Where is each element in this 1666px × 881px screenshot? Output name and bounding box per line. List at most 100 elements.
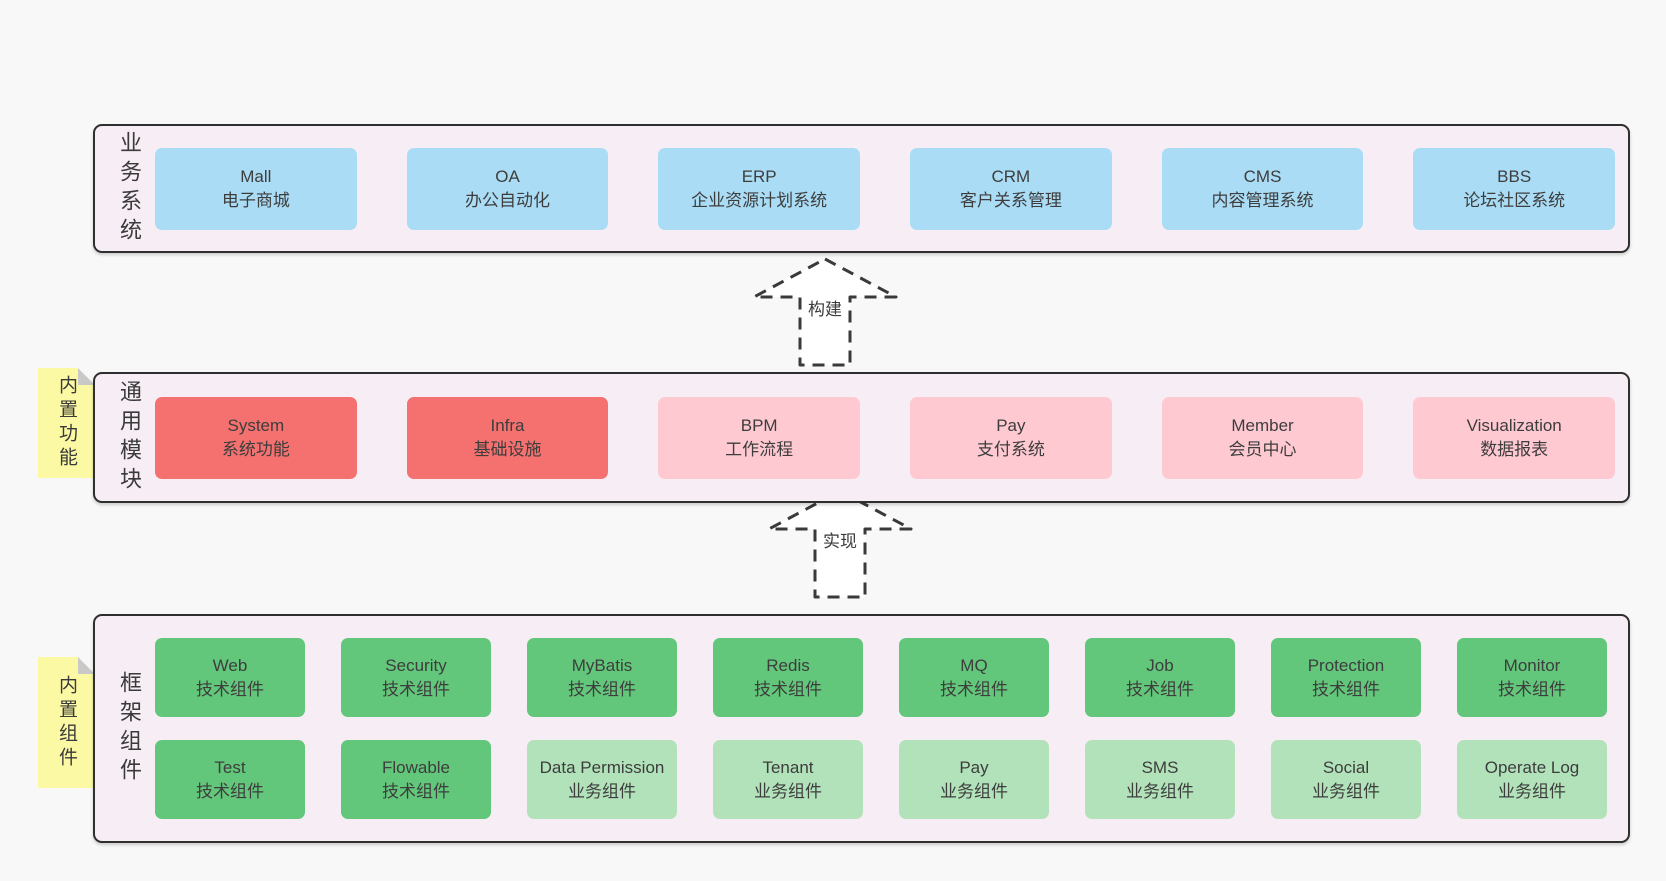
box-subtitle: 数据报表	[1480, 439, 1549, 459]
box-title: MyBatis	[571, 655, 633, 675]
box-protection: Protection 技术组件	[1271, 638, 1421, 717]
box-subtitle: 业务组件	[568, 781, 636, 801]
sticky-tag-label: 内置组件	[56, 674, 77, 771]
box-title: Infra	[490, 415, 525, 435]
box-title: Protection	[1307, 655, 1385, 675]
box-title: SMS	[1141, 757, 1179, 777]
box-title: Mall	[240, 166, 272, 186]
box-infra: Infra 基础设施	[406, 396, 609, 479]
arrow-build: 构建	[750, 256, 900, 368]
box-subtitle: 支付系统	[976, 439, 1045, 459]
box-title: Social	[1322, 757, 1370, 777]
box-title: Redis	[766, 655, 810, 675]
box-data-permission: Data Permission 业务组件	[527, 740, 677, 819]
box-title: BPM	[740, 415, 778, 435]
box-subtitle: 技术组件	[940, 679, 1008, 699]
box-title: ERP	[741, 166, 777, 186]
box-bpm: BPM 工作流程	[658, 396, 861, 479]
box-flowable: Flowable 技术组件	[341, 740, 491, 819]
arrow-implement: 实现	[765, 488, 915, 600]
box-subtitle: 业务组件	[1498, 781, 1566, 801]
box-subtitle: 客户关系管理	[959, 190, 1062, 210]
common-modules-row-1: System 系统功能 Infra 基础设施 BPM 工作流程 Pay 支付系统 Member 会…	[155, 396, 1616, 479]
arrow-label: 实现	[820, 526, 860, 553]
box-title: Security	[385, 655, 447, 675]
box-subtitle: 技术组件	[1498, 679, 1566, 699]
box-subtitle: 业务组件	[1126, 781, 1194, 801]
box-title: BBS	[1497, 166, 1532, 186]
box-subtitle: 技术组件	[382, 781, 450, 801]
box-subtitle: 基础设施	[473, 439, 542, 459]
box-subtitle: 技术组件	[382, 679, 450, 699]
layer-rows: System 系统功能 Infra 基础设施 BPM 工作流程 Pay 支付系统 Member 会…	[155, 374, 1616, 501]
box-subtitle: 系统功能	[221, 439, 290, 459]
sticky-tag-label: 内置功能	[56, 375, 77, 471]
box-title: Pay	[959, 757, 989, 777]
box-title: Web	[212, 655, 248, 675]
box-subtitle: 技术组件	[196, 781, 264, 801]
layer-business-systems: 业务系统 Mall 电子商城 OA 办公自动化 ERP 企业资源计划系统 CRM 客户关系管理…	[93, 124, 1630, 253]
box-security: Security 技术组件	[341, 638, 491, 717]
box-subtitle: 业务组件	[1312, 781, 1380, 801]
layer-common-modules: 通用模块 System 系统功能 Infra 基础设施 BPM 工作流程 Pay 支付系统 Me…	[93, 372, 1630, 503]
box-title: Data Permission	[539, 757, 665, 777]
box-title: MQ	[960, 655, 988, 675]
box-title: OA	[495, 166, 520, 186]
box-test: Test 技术组件	[155, 740, 305, 819]
box-title: Test	[214, 757, 246, 777]
box-visualization: Visualization 数据报表	[1413, 396, 1616, 479]
box-bbs: BBS 论坛社区系统	[1413, 147, 1616, 230]
box-pay: Pay 业务组件	[899, 740, 1049, 819]
arrow-label: 构建	[805, 294, 845, 321]
box-web: Web 技术组件	[155, 638, 305, 717]
box-subtitle: 技术组件	[196, 679, 264, 699]
box-monitor: Monitor 技术组件	[1457, 638, 1607, 717]
box-sms: SMS 业务组件	[1085, 740, 1235, 819]
box-title: Member	[1231, 415, 1294, 435]
box-subtitle: 工作流程	[725, 439, 794, 459]
layer-side-label: 框架组件	[117, 670, 142, 787]
box-subtitle: 电子商城	[221, 190, 290, 210]
box-subtitle: 办公自动化	[465, 190, 550, 210]
box-title: CRM	[991, 166, 1031, 186]
box-job: Job 技术组件	[1085, 638, 1235, 717]
box-subtitle: 企业资源计划系统	[691, 190, 828, 210]
box-system: System 系统功能	[155, 396, 357, 479]
box-title: Operate Log	[1484, 757, 1580, 777]
box-oa: OA 办公自动化	[406, 147, 609, 230]
box-title: Flowable	[381, 757, 451, 777]
box-subtitle: 论坛社区系统	[1463, 190, 1566, 210]
box-subtitle: 技术组件	[1312, 679, 1380, 699]
sticky-tag-built-in-components: 内置组件	[38, 657, 95, 788]
box-operate-log: Operate Log 业务组件	[1457, 740, 1607, 819]
framework-components-row-2: Test 技术组件 Flowable 技术组件 Data Permission 业务组件 T…	[155, 740, 1615, 819]
box-subtitle: 业务组件	[754, 781, 822, 801]
box-title: Pay	[996, 415, 1026, 435]
layer-side-label: 业务系统	[117, 130, 142, 247]
box-erp: ERP 企业资源计划系统	[658, 147, 861, 230]
sticky-tag-built-in-features: 内置功能	[38, 368, 95, 478]
box-crm: CRM 客户关系管理	[910, 147, 1112, 230]
box-title: CMS	[1243, 166, 1282, 186]
box-member: Member 会员中心	[1161, 396, 1364, 479]
box-subtitle: 技术组件	[568, 679, 636, 699]
box-subtitle: 技术组件	[754, 679, 822, 699]
box-subtitle: 技术组件	[1126, 679, 1194, 699]
box-mq: MQ 技术组件	[899, 638, 1049, 717]
layer-side-label: 通用模块	[117, 379, 142, 496]
box-redis: Redis 技术组件	[713, 638, 863, 717]
box-title: Monitor	[1503, 655, 1561, 675]
box-title: Visualization	[1466, 415, 1562, 435]
box-social: Social 业务组件	[1271, 740, 1421, 819]
box-subtitle: 会员中心	[1228, 439, 1297, 459]
box-pay: Pay 支付系统	[910, 396, 1112, 479]
box-title: Job	[1146, 655, 1174, 675]
box-subtitle: 业务组件	[940, 781, 1008, 801]
box-title: System	[227, 415, 285, 435]
